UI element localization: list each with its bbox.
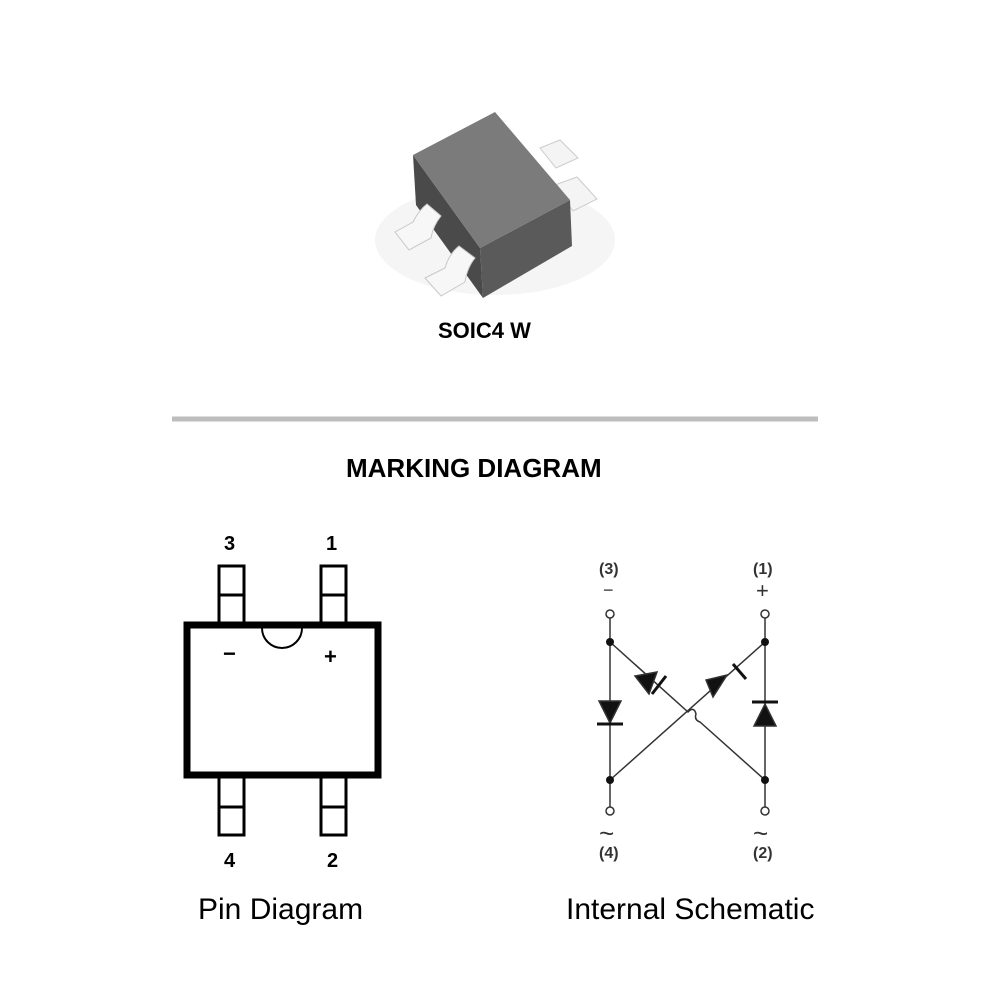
- pin-3: [217, 564, 246, 625]
- schematic-minus: −: [603, 580, 614, 600]
- diode-diag-right: [704, 663, 748, 699]
- pin-label-2: 2: [327, 850, 339, 872]
- plus-mark: +: [324, 644, 337, 669]
- section-title: MARKING DIAGRAM: [346, 453, 602, 483]
- schematic-ac-left: ~: [599, 818, 615, 848]
- pin-diagram-caption: Pin Diagram: [198, 893, 364, 926]
- diode-left: [597, 700, 623, 726]
- schematic-caption: Internal Schematic: [566, 893, 815, 926]
- pin-diagram: [183, 564, 382, 837]
- internal-schematic: [597, 609, 778, 816]
- pin-4: [217, 774, 246, 837]
- diode-right: [752, 700, 778, 727]
- soic4-package-image: [375, 112, 615, 298]
- diode-diag-left: [633, 671, 668, 696]
- pin-1: [319, 564, 348, 625]
- schematic-pin4: (4): [599, 845, 619, 862]
- minus-mark: −: [223, 641, 236, 666]
- schematic-ac-right: ~: [753, 818, 769, 848]
- package-name: SOIC4 W: [438, 318, 531, 343]
- pin-label-1: 1: [326, 533, 338, 555]
- pin1-notch: [261, 627, 303, 649]
- schematic-pin3: (3): [599, 561, 619, 578]
- schematic-plus: +: [756, 578, 769, 603]
- pin-label-4: 4: [224, 850, 236, 872]
- package-body: [183, 621, 382, 779]
- pin-2: [319, 774, 348, 837]
- pin-label-3: 3: [224, 533, 236, 555]
- schematic-pin2: (2): [753, 845, 773, 862]
- schematic-pin1: (1): [753, 561, 773, 578]
